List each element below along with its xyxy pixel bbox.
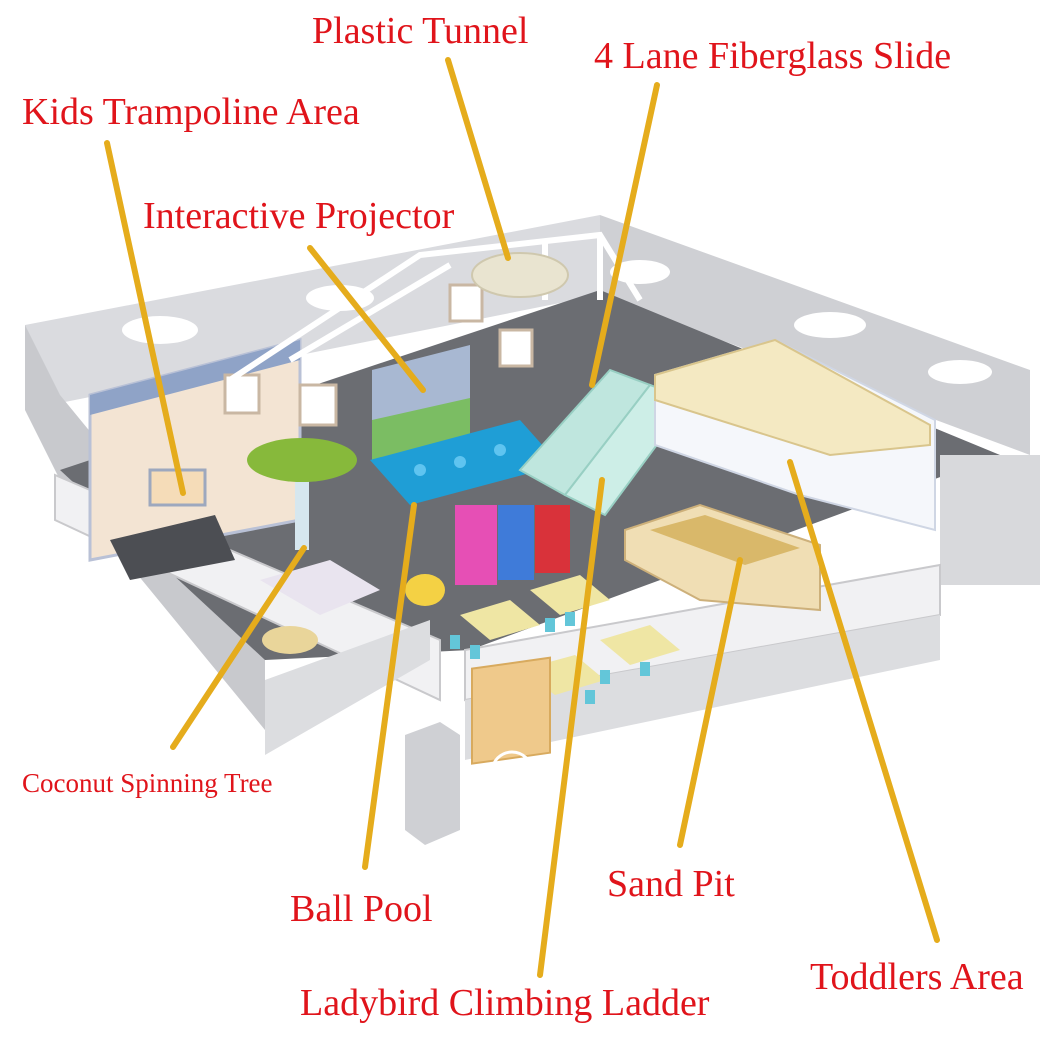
plastic-tunnel-shape xyxy=(471,252,569,298)
rocking-horse xyxy=(262,626,318,654)
castle-window xyxy=(448,283,484,323)
leader-trampoline-area xyxy=(104,140,186,496)
label-fiberglass-slide: 4 Lane Fiberglass Slide xyxy=(594,35,952,77)
toy-car xyxy=(405,574,445,606)
leader-interactive-projector xyxy=(307,245,426,393)
label-trampoline-area: Kids Trampoline Area xyxy=(22,91,360,133)
castle-window xyxy=(498,328,534,368)
castle-window xyxy=(298,383,338,427)
label-plastic-tunnel: Plastic Tunnel xyxy=(312,10,529,52)
ball xyxy=(454,456,466,468)
back-wall-left xyxy=(25,215,600,410)
label-sand-pit: Sand Pit xyxy=(607,863,735,905)
smiley-face xyxy=(490,750,534,794)
leader-plastic-tunnel xyxy=(445,57,511,261)
castle-window xyxy=(223,373,261,415)
label-toddlers-area: Toddlers Area xyxy=(810,956,1024,998)
front-wall-left-face xyxy=(265,620,430,755)
shelf-red xyxy=(535,505,570,573)
right-outer-block xyxy=(940,455,1040,585)
label-coconut-tree: Coconut Spinning Tree xyxy=(22,768,273,798)
leader-ladybird-ladder xyxy=(537,477,605,978)
shelf-blue xyxy=(498,505,534,580)
label-ladybird-ladder: Ladybird Climbing Ladder xyxy=(300,982,710,1024)
leader-coconut-tree xyxy=(170,545,307,750)
ball xyxy=(414,464,426,476)
leader-sand-pit xyxy=(677,557,743,848)
sand-surface xyxy=(650,515,800,565)
coconut-tree-trunk xyxy=(295,470,309,550)
wall-cloud xyxy=(928,360,992,384)
leader-fiberglass-slide xyxy=(589,82,660,388)
ball xyxy=(494,444,506,456)
trampoline-bed xyxy=(110,515,235,580)
front-wall-right-face xyxy=(465,615,940,760)
wall-cloud xyxy=(122,316,198,344)
label-ball-pool: Ball Pool xyxy=(290,888,433,930)
castle-panel-blue xyxy=(90,340,300,415)
playground-illustration xyxy=(25,215,1040,845)
leader-lines xyxy=(104,57,940,978)
label-interactive-projector: Interactive Projector xyxy=(143,195,455,237)
leader-toddlers-area xyxy=(787,459,940,943)
shelf-pink xyxy=(455,505,497,585)
wall-cloud xyxy=(794,312,866,338)
leader-ball-pool xyxy=(362,502,417,870)
entrance-sign xyxy=(471,656,551,765)
coconut-tree-leaves xyxy=(247,438,357,482)
entrance-pillar xyxy=(405,722,460,845)
toddlers-crenellation xyxy=(654,338,931,457)
